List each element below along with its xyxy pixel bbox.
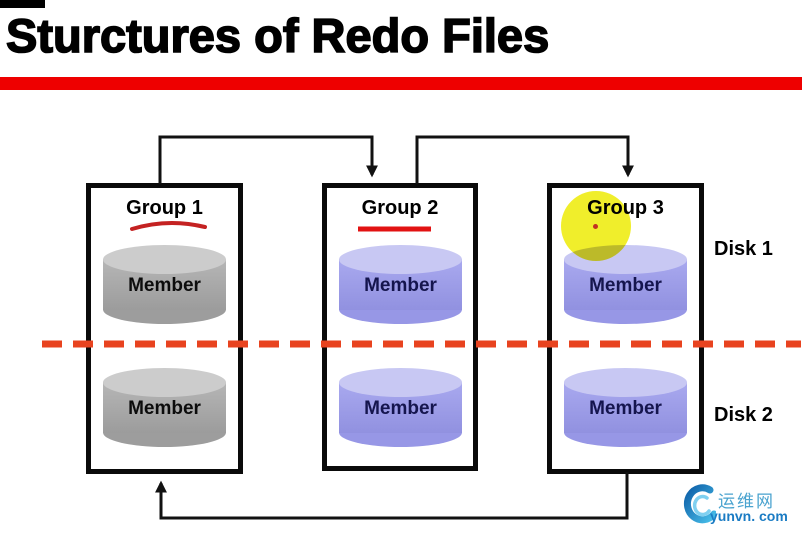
arrow-group3-back-to-group1 (155, 472, 629, 520)
group2-member2-label: Member (364, 398, 437, 419)
watermark-site-url: yunvn. com (710, 508, 788, 524)
disk1-label: Disk 1 (714, 238, 773, 260)
arrow-group2-to-group3 (415, 135, 634, 184)
laser-pointer-dot (593, 224, 598, 229)
top-left-bar (0, 0, 45, 8)
group3-member1-label: Member (589, 275, 662, 296)
wave-logo-icon (683, 484, 716, 524)
group3-box: Group 3 Member Member (547, 183, 704, 474)
watermark-site-name: 运维网 (718, 492, 775, 511)
page-title: Sturctures of Redo Files (5, 8, 550, 63)
site-watermark: 运维网 yunvn. com (680, 480, 802, 534)
cylinder-top (103, 245, 226, 274)
group2-label: Group 2 (361, 197, 439, 219)
cylinder-top (103, 368, 226, 397)
group3-member2-cylinder: Member (564, 368, 687, 447)
cylinder-top (564, 368, 687, 397)
group2-member2-cylinder: Member (339, 368, 462, 447)
group1-member2-cylinder: Member (103, 368, 226, 447)
arrow-group1-to-group2 (158, 135, 378, 184)
group1-member1-label: Member (128, 275, 201, 296)
group2-member1-label: Member (364, 275, 437, 296)
group3-member1-cylinder: Member (564, 245, 687, 324)
group2-box: Group 2 Member Member (322, 183, 478, 471)
cylinder-top (339, 368, 462, 397)
disk2-label: Disk 2 (714, 404, 773, 426)
group2-member1-cylinder: Member (339, 245, 462, 324)
group1-member1-cylinder: Member (103, 245, 226, 324)
title-divider-rule (0, 77, 802, 90)
group1-box: Group 1 Member Member (86, 183, 243, 474)
group1-member2-label: Member (128, 398, 201, 419)
group1-label: Group 1 (126, 197, 203, 219)
cylinder-top (339, 245, 462, 274)
group3-member2-label: Member (589, 398, 662, 419)
